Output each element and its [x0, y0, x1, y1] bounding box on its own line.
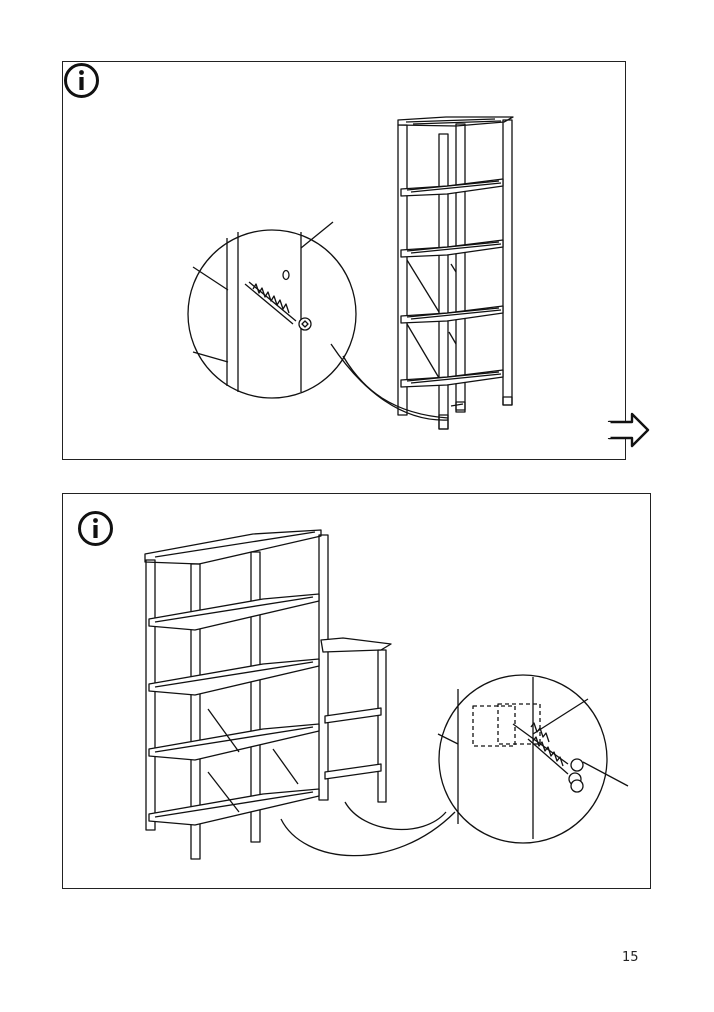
- instruction-panel-1: [62, 61, 626, 460]
- info-icon: [64, 63, 99, 98]
- arrow-right-outline-icon: [607, 412, 650, 448]
- combined-shelf-illustration: [144, 529, 629, 860]
- instruction-panel-2: [62, 493, 651, 889]
- page-number: 15: [622, 950, 639, 965]
- shelf-unit-illustration: [187, 116, 514, 430]
- info-icon: [78, 511, 113, 546]
